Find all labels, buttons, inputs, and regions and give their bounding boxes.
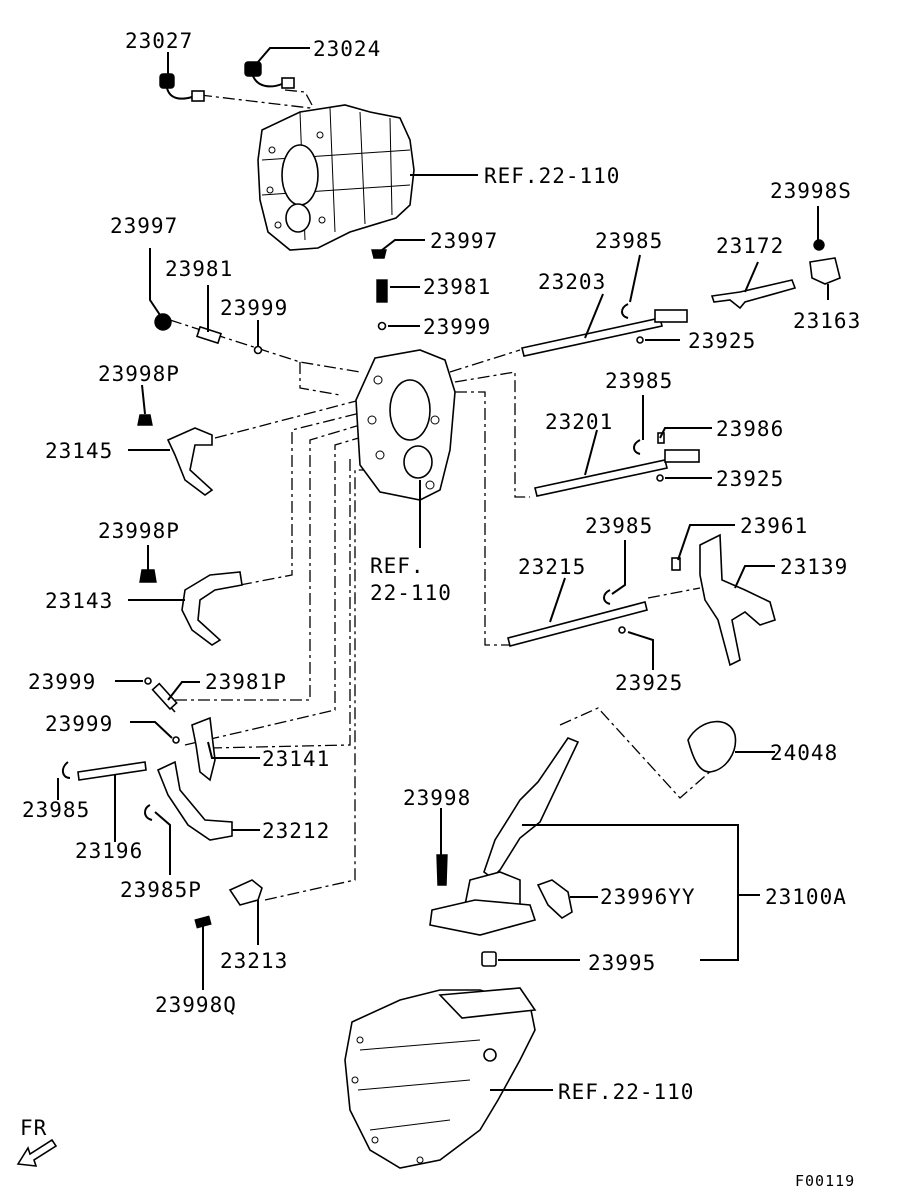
label-23215: 23215 xyxy=(518,555,586,579)
fork-23145 xyxy=(166,427,214,496)
clip-23985-top xyxy=(621,303,629,319)
block-23141 xyxy=(191,716,216,782)
knob-24048 xyxy=(687,720,737,773)
label-23213: 23213 xyxy=(220,949,288,973)
label-23998: 23998 xyxy=(403,786,471,810)
bolt-23998 xyxy=(436,854,448,886)
label-23999-center: 23999 xyxy=(423,315,491,339)
transmission-case-bottom xyxy=(344,987,537,1169)
label-23999-left: 23999 xyxy=(220,296,288,320)
label-23145: 23145 xyxy=(45,439,113,463)
bushing-23995 xyxy=(481,951,497,967)
label-ref-top: REF.22-110 xyxy=(484,164,620,188)
label-23986: 23986 xyxy=(716,417,784,441)
fork-23143 xyxy=(181,571,243,646)
label-23985-left: 23985 xyxy=(22,798,90,822)
label-23925-top: 23925 xyxy=(688,329,756,353)
label-24048: 24048 xyxy=(770,741,838,765)
label-23998S: 23998S xyxy=(770,179,852,203)
label-23997-center: 23997 xyxy=(430,229,498,253)
label-23027: 23027 xyxy=(125,29,193,53)
shift-rail-23203 xyxy=(521,309,688,357)
label-23141: 23141 xyxy=(262,747,330,771)
label-23997-left: 23997 xyxy=(110,214,178,238)
label-23981-left: 23981 xyxy=(165,257,233,281)
label-23985-mid: 23985 xyxy=(605,369,673,393)
ball-23999-lower-a xyxy=(144,677,152,685)
plug-23997-left xyxy=(154,313,172,331)
label-23163: 23163 xyxy=(793,309,861,333)
label-23925-mid: 23925 xyxy=(716,467,784,491)
bracket-23163 xyxy=(809,239,841,285)
ball-23925-top xyxy=(636,336,644,344)
sensor-23027 xyxy=(159,73,205,102)
bolt-23998P-b xyxy=(139,569,157,583)
bolt-23998P-a xyxy=(137,414,153,426)
label-23212: 23212 xyxy=(262,819,330,843)
label-23139: 23139 xyxy=(780,555,848,579)
label-23999-lower-b: 23999 xyxy=(45,712,113,736)
clip-23985-low xyxy=(603,589,611,605)
label-23999-lower-a: 23999 xyxy=(28,670,96,694)
label-23925-low: 23925 xyxy=(615,671,683,695)
clip-23985-mid xyxy=(633,439,641,455)
label-ref-bottom: REF.22-110 xyxy=(558,1080,694,1104)
label-fr: FR xyxy=(20,1116,47,1140)
label-23172: 23172 xyxy=(716,234,784,258)
label-23201: 23201 xyxy=(545,410,613,434)
plug-23997-center xyxy=(371,249,387,259)
label-23998P-a: 23998P xyxy=(98,362,180,386)
shift-rail-23201 xyxy=(534,449,700,497)
label-23995: 23995 xyxy=(588,951,656,975)
adapter-plate xyxy=(355,349,456,501)
label-23961: 23961 xyxy=(740,514,808,538)
label-ref-mid-2: 22-110 xyxy=(370,581,452,605)
shift-rail-23196 xyxy=(77,761,147,781)
label-23981P: 23981P xyxy=(205,670,287,694)
lever-23172 xyxy=(710,279,797,310)
ball-23925-mid xyxy=(656,474,664,482)
assembly-dash-lines xyxy=(169,89,713,901)
label-23143: 23143 xyxy=(45,589,113,613)
label-23998P-b: 23998P xyxy=(98,519,180,543)
figure-code: F00119 xyxy=(795,1172,855,1187)
label-23981-center: 23981 xyxy=(423,275,491,299)
ball-23999-left xyxy=(253,345,263,355)
leader-lines xyxy=(57,47,829,1091)
label-23024: 23024 xyxy=(313,37,381,61)
ball-23999-lower-b xyxy=(172,736,180,744)
clip-23985-left xyxy=(62,761,71,779)
label-ref-mid-1: REF. xyxy=(370,554,425,578)
label-23985-low: 23985 xyxy=(585,514,653,538)
bracket-23996YY xyxy=(536,879,573,919)
label-23998Q: 23998Q xyxy=(155,993,237,1017)
label-23985-top: 23985 xyxy=(595,229,663,253)
shift-lever-assembly xyxy=(429,737,580,936)
ball-23999-center xyxy=(377,321,387,331)
label-23985P: 23985P xyxy=(120,878,202,902)
front-arrow-icon xyxy=(16,1138,58,1167)
lever-23213 xyxy=(228,879,263,906)
bolt-23998Q xyxy=(194,915,212,929)
shift-rail-23215 xyxy=(507,601,648,647)
transmission-case-top xyxy=(257,104,415,251)
label-23196: 23196 xyxy=(75,839,143,863)
fork-23139 xyxy=(699,533,776,667)
sensor-23024 xyxy=(244,61,295,89)
pin-23961 xyxy=(671,557,681,571)
clip-23985P xyxy=(144,804,153,821)
part-labels: 23027 23024 REF.22-110 23997 23997 23981… xyxy=(20,29,861,1187)
label-23100A: 23100A xyxy=(765,885,847,909)
label-23203: 23203 xyxy=(538,270,606,294)
spring-23981-center xyxy=(376,279,388,303)
ball-23925-low xyxy=(618,626,626,634)
label-23996YY: 23996YY xyxy=(600,885,696,909)
